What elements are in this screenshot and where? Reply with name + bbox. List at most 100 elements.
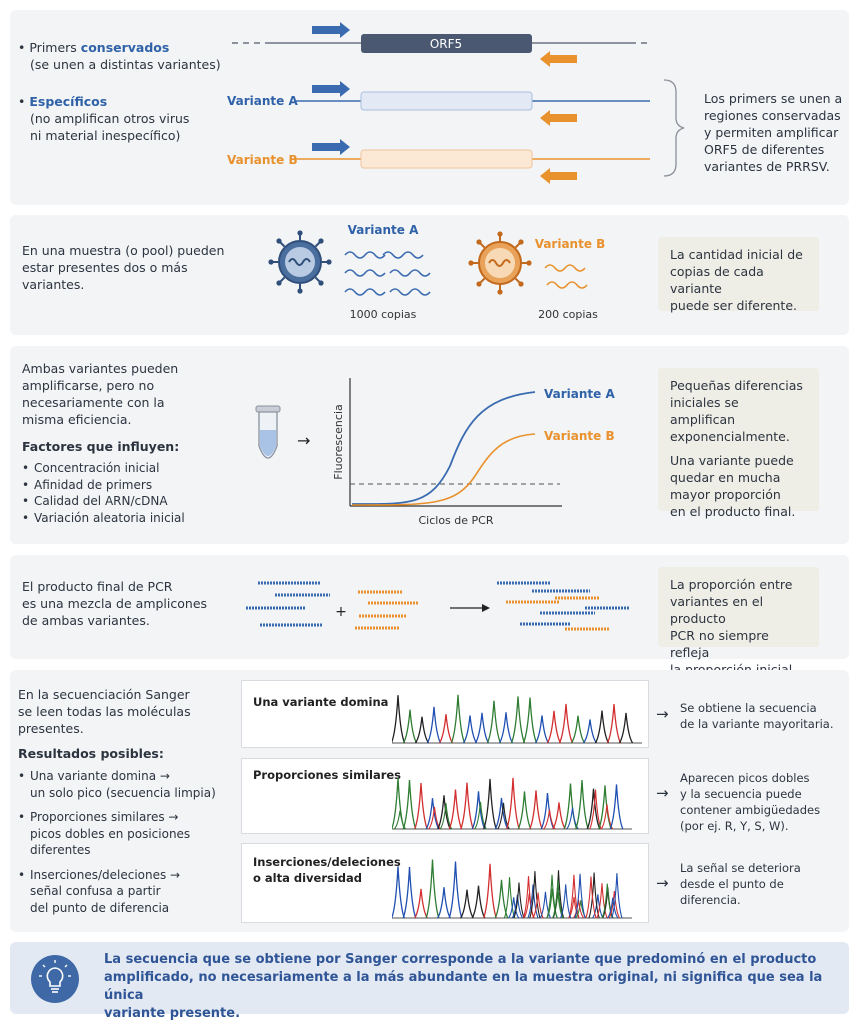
chromatogram-peak — [594, 710, 610, 744]
chromatogram-peak — [474, 712, 490, 744]
chromatogram-double — [392, 777, 632, 830]
chromatogram-peak — [494, 797, 509, 830]
chart-ylabel: Fluorescencia — [332, 404, 345, 480]
orf5-label: ORF5 — [430, 37, 462, 51]
arrow-right-icon — [450, 604, 490, 612]
chromatogram-peak — [462, 715, 478, 744]
chromatogram-peak — [543, 809, 556, 830]
series-a-label: Variante A — [544, 387, 615, 401]
factors-list: Concentración inicial Afinidad de primer… — [22, 460, 185, 526]
copies-b: 200 copias — [538, 308, 598, 321]
series-a-curve — [351, 391, 536, 505]
chromatogram-peak — [428, 806, 441, 830]
chromatogram-peak — [606, 704, 622, 744]
chromatogram-peak — [529, 790, 543, 830]
chromatogram-peak — [402, 709, 418, 744]
chromatogram-peak — [448, 789, 463, 830]
chromatogram-peak — [425, 859, 440, 919]
chromatogram-peak — [558, 703, 574, 744]
chromatogram-clean — [392, 694, 642, 744]
pcr-illustration: → Fluorescencia Ciclos de PCR Variante A… — [255, 378, 615, 527]
arrow-left-icon — [540, 51, 577, 67]
chromatogram-peak — [522, 697, 538, 744]
chromatogram-peak — [498, 712, 514, 744]
footer-callout: La secuencia que se obtiene por Sanger c… — [10, 942, 849, 1021]
chromatogram-peak — [414, 888, 428, 919]
series-b-curve — [351, 433, 536, 506]
chromatogram-peak — [546, 710, 562, 744]
chromatogram-peak — [588, 872, 600, 919]
chart-xlabel: Ciclos de PCR — [418, 514, 493, 527]
chromatogram-peak — [474, 801, 487, 830]
amplicons-mixed — [497, 581, 630, 631]
result-box-indel: Inserciones/deleciones o alta diversidad — [241, 843, 649, 923]
chromatogram-peak — [517, 791, 532, 830]
factor-item: Calidad del ARN/cDNA — [22, 493, 185, 510]
chromatogram-peak — [560, 884, 572, 919]
arrow-right-icon — [312, 22, 350, 38]
chromatogram-peak — [497, 802, 510, 830]
chromatogram-peak — [437, 795, 451, 830]
chromatogram-peak — [402, 780, 417, 830]
chromatogram-peak — [402, 867, 417, 919]
lightbulb-icon — [31, 955, 79, 1003]
chromatogram-peak — [618, 712, 634, 744]
chromatogram-peak — [503, 877, 516, 919]
chromatogram-peak — [608, 891, 621, 919]
chromatogram-peak — [508, 897, 520, 919]
chromatogram-peak — [471, 791, 486, 830]
chromatogram-peak — [607, 897, 619, 919]
chromatogram-peak — [437, 887, 451, 919]
virus-icon — [268, 230, 332, 294]
bullet-conservados-sub: (se unen a distintas variantes) — [30, 57, 221, 72]
tube-icon — [255, 405, 281, 459]
chromatogram-peak — [534, 715, 550, 744]
chromatogram-peak — [510, 696, 526, 744]
chromatogram-peak — [414, 716, 430, 744]
arrow-left-icon — [540, 110, 577, 126]
chromatogram-peak — [609, 784, 624, 830]
chromatogram-peak — [574, 873, 586, 919]
chromatogram-peak — [439, 803, 453, 830]
arrow-right-icon — [312, 81, 350, 97]
factor-item: Afinidad de primers — [22, 477, 185, 494]
arrow-right-icon: → — [297, 431, 310, 450]
chromatogram-peak — [511, 894, 524, 919]
chromatogram-peak — [552, 802, 566, 830]
chromatogram-peak — [570, 715, 586, 744]
chromatogram-peak — [568, 874, 580, 919]
chromatogram-peak — [586, 788, 601, 830]
variant-b-label: Variante B — [227, 153, 298, 167]
chromatogram-peak — [471, 885, 486, 919]
result-box-dominant: Una variante domina — [241, 680, 649, 748]
arrow-right-icon: → — [656, 874, 669, 892]
bullet-conservados: • Primers conservados — [18, 40, 170, 55]
result-box-similar: Proporciones similares — [241, 758, 649, 834]
wave-icon — [544, 264, 588, 289]
chromatogram-peak — [529, 871, 541, 919]
chromatogram-peak — [425, 798, 440, 830]
chromatogram-peak — [438, 714, 454, 744]
chromatogram-peak — [527, 884, 539, 919]
pcr-chart: Fluorescencia Ciclos de PCR Variante A V… — [332, 378, 615, 527]
arrow-right-icon: → — [656, 705, 669, 723]
amplicons-illustration: + — [246, 581, 630, 631]
chromatogram-peak — [414, 783, 428, 830]
chromatogram-peak — [596, 883, 608, 919]
chromatogram-peak — [426, 706, 442, 744]
chromatogram-peak — [450, 694, 466, 744]
factor-item: Variación aleatoria inicial — [22, 510, 185, 527]
chromatogram-peak — [552, 879, 564, 919]
chromatogram-peak — [611, 873, 623, 919]
chromatogram-peak — [486, 700, 502, 744]
